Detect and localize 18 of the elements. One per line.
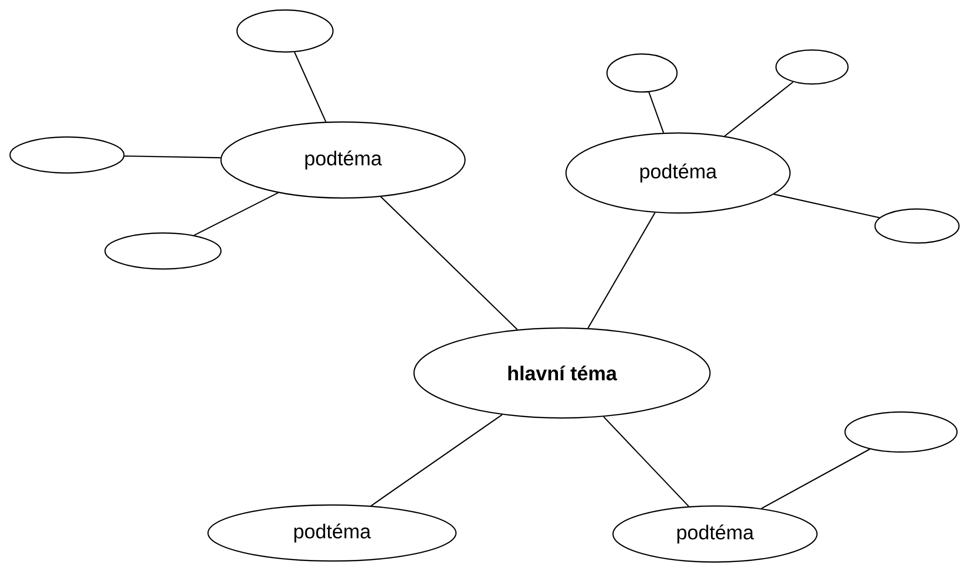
empty-ellipse (236, 9, 334, 53)
empty-ellipse (9, 136, 125, 174)
connector-line (603, 416, 690, 507)
empty-ellipse (104, 232, 222, 270)
connector-line (294, 52, 326, 122)
connector-line (194, 192, 278, 236)
connector-line (370, 414, 502, 506)
connector-line (648, 92, 664, 133)
empty-ellipse (874, 208, 960, 244)
connector-line (588, 212, 656, 328)
connector-line (124, 155, 221, 158)
connector-line (761, 448, 870, 510)
connector-line (724, 82, 794, 137)
empty-ellipse (606, 53, 678, 93)
connector-line (380, 196, 518, 330)
empty-ellipse (844, 411, 958, 453)
connector-line (774, 194, 880, 218)
empty-ellipse (775, 49, 849, 85)
